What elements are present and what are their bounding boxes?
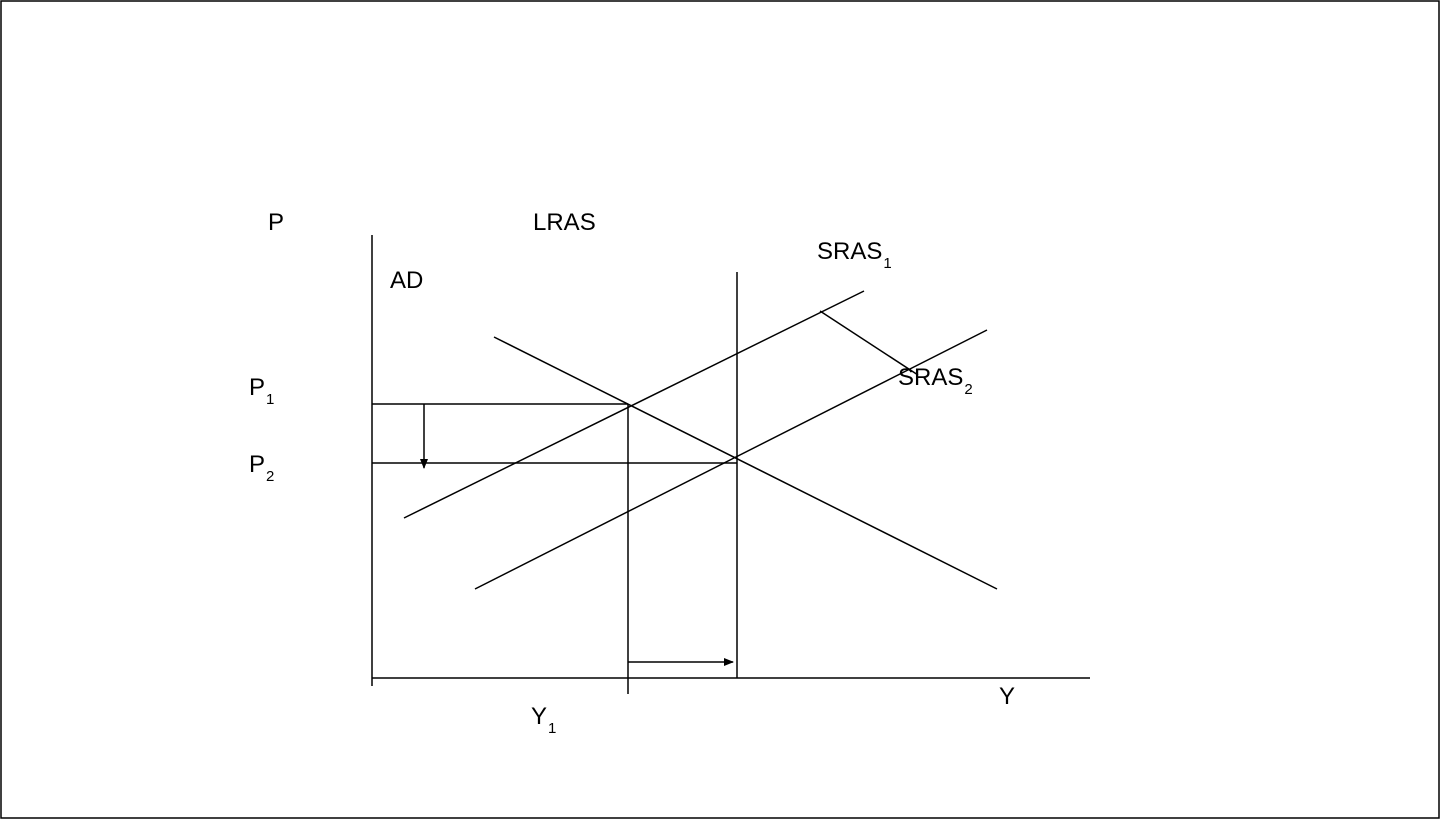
sras2-curve (474, 329, 988, 590)
y1-label-sub: 1 (548, 720, 557, 737)
sras1-label-main: SRAS (817, 238, 883, 265)
sras-shift-pointer (819, 310, 919, 376)
y1-label-main: Y (531, 703, 548, 730)
p2-label-sub: 2 (266, 468, 275, 485)
sras2-label-main: SRAS (898, 364, 964, 391)
x-axis-label: Y (999, 683, 1016, 710)
p2-label-main: P (249, 451, 266, 478)
p1-label-sub: 1 (266, 391, 275, 408)
p1-label-main: P (249, 374, 266, 401)
ad-curve (493, 336, 998, 590)
p1-label: P1 (249, 374, 274, 408)
y-axis-label: P (268, 209, 285, 236)
sras1-label-sub: 1 (883, 255, 892, 272)
p2-label: P2 (249, 451, 274, 485)
lras-label: LRAS (533, 209, 596, 236)
sras1-curve (403, 290, 865, 519)
sras2-label: SRAS2 (898, 364, 973, 398)
sras2-label-sub: 2 (964, 381, 973, 398)
y1-label: Y1 (531, 703, 556, 737)
ad-label: AD (390, 267, 424, 294)
sras1-label: SRAS1 (817, 238, 892, 272)
